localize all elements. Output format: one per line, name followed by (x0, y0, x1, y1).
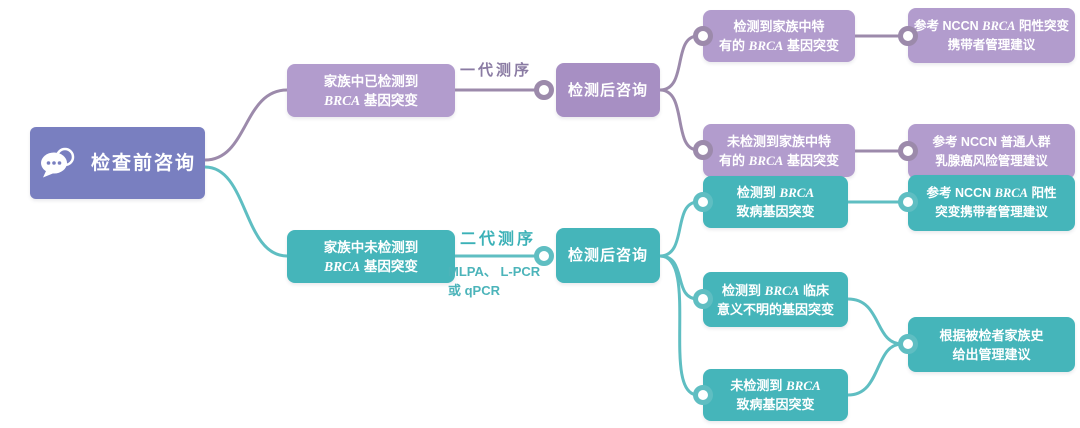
edge-label-ngs-sequencing: 二代测序 (459, 231, 536, 248)
node-posttest-counseling-teal: 检测后咨询 (556, 228, 660, 283)
edge-posttest-to-specific-detected (659, 34, 699, 92)
node-nccn-brca-positive-advice-purple: 参考 NCCN BRCA 阳性突变携带者管理建议 (908, 8, 1075, 63)
node-family-history-based-advice: 根据被检者家族史给出管理建议 (908, 317, 1075, 372)
edge-root-to-family-detected (204, 88, 288, 162)
edge-posttest-to-specific-not-detected (659, 88, 699, 152)
edge-vus-to-family-history-advice (847, 297, 903, 346)
connector-ring (534, 80, 554, 100)
edge-posttest-to-vus-detected (659, 254, 699, 301)
edge-pathogenic-not-detected-to-family-history-advice (847, 342, 903, 397)
edge-posttest-to-pathogenic-not-detected (659, 254, 699, 397)
node-label: 检查前咨询 (90, 152, 196, 174)
edge-label-sanger-sequencing: 一代测序 (459, 62, 532, 79)
node-specific-mutation-not-detected: 未检测到家族中特有的 BRCA 基因突变 (703, 124, 855, 177)
node-vus-mutation-detected: 检测到 BRCA 临床意义不明的基因突变 (703, 272, 848, 327)
edge-root-to-family-not-detected (204, 165, 288, 258)
node-specific-mutation-detected: 检测到家族中特有的 BRCA 基因突变 (703, 10, 855, 62)
node-pretest-counseling: 检查前咨询 (30, 127, 205, 199)
edge-posttest-to-pathogenic-detected (659, 200, 699, 258)
node-posttest-counseling-purple: 检测后咨询 (556, 63, 660, 117)
node-nccn-brca-positive-advice-teal: 参考 NCCN BRCA 阳性突变携带者管理建议 (908, 175, 1075, 231)
node-nccn-general-population-advice: 参考 NCCN 普通人群乳腺癌风险管理建议 (908, 124, 1075, 179)
chat-bubbles-icon (39, 147, 77, 179)
